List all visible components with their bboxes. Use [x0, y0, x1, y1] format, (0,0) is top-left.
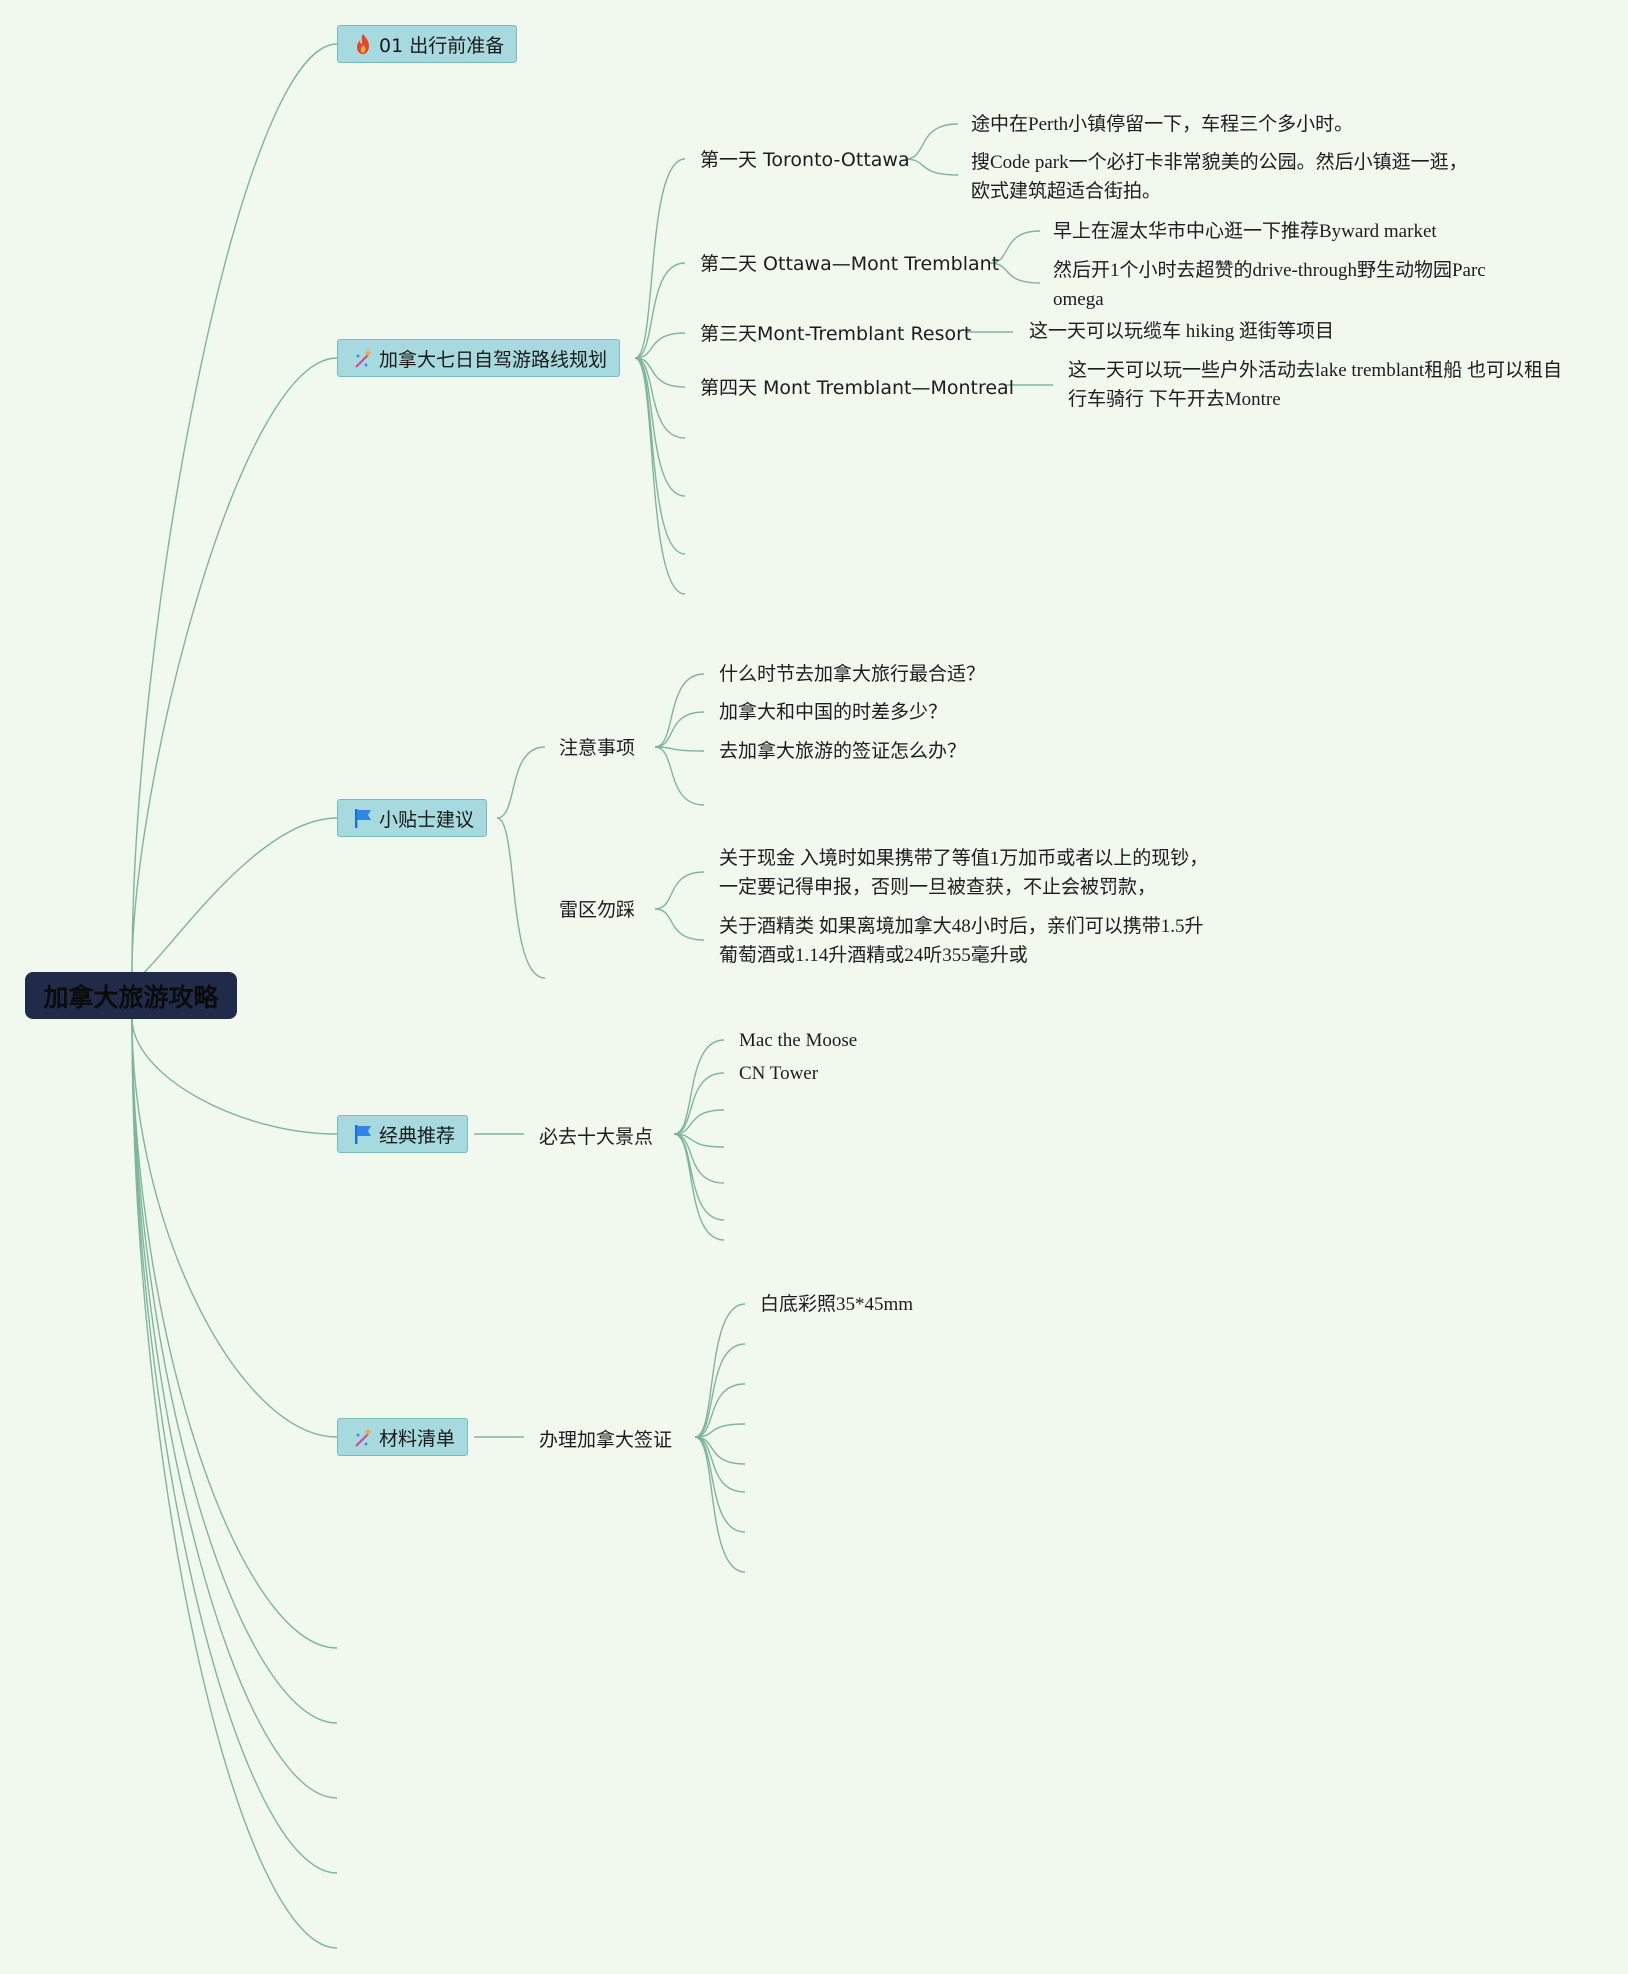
edge-material-3 — [694, 1383, 746, 1438]
edge-attraction-7 — [673, 1133, 725, 1241]
edge-day2-a — [989, 230, 1041, 264]
edge-day1-b — [904, 158, 959, 176]
topic-materials[interactable]: 材料清单 — [337, 1418, 469, 1456]
edge-attraction-4 — [673, 1133, 725, 1148]
edge-route-2 — [634, 262, 686, 359]
topic-tips[interactable]: 小贴士建议 — [337, 799, 488, 837]
sparkle-icon — [355, 349, 372, 368]
edge-material-6 — [694, 1436, 746, 1493]
tips-pitfalls[interactable]: 雷区勿踩 — [559, 899, 636, 921]
root-topic[interactable]: 加拿大旅游攻略 — [25, 972, 237, 1019]
edge-route-5 — [634, 357, 686, 439]
day-2-note[interactable]: 然后开1个小时去超赞的drive-through野生动物园Parc omega — [1053, 260, 1486, 310]
edge-root-empty-4 — [131, 1017, 338, 1874]
edge-material-7 — [694, 1436, 746, 1533]
edge-route-8 — [634, 357, 686, 595]
topic-preparation[interactable]: 01 出行前准备 — [337, 25, 518, 63]
day-3-note[interactable]: 这一天可以玩缆车 hiking 逛街等项目 — [1029, 321, 1335, 342]
day-2-note[interactable]: 早上在渥太华市中心逛一下推荐Byward market — [1053, 221, 1437, 242]
flag-icon — [355, 1125, 371, 1144]
edge-root-empty-2 — [131, 1017, 338, 1724]
edge-root-tips — [131, 817, 338, 979]
pitfall-item[interactable]: 关于酒精类 如果离境加拿大48小时后，亲们可以携带1.5升葡萄酒或1.14升酒精… — [719, 916, 1204, 966]
route-day-2[interactable]: 第二天 Ottawa—Mont Tremblant — [700, 253, 1000, 275]
route-day-4[interactable]: 第四天 Mont Tremblant—Montreal — [700, 377, 1014, 399]
edge-notes-4 — [654, 746, 705, 806]
edge-route-1 — [634, 158, 686, 359]
day-1-note[interactable]: 途中在Perth小镇停留一下，车程三个多小时。 — [971, 114, 1354, 135]
edge-notes-3 — [654, 746, 705, 752]
edge-notes-2 — [654, 711, 705, 748]
topic-recommend[interactable]: 经典推荐 — [337, 1115, 469, 1153]
day-1-note[interactable]: 搜Code park一个必打卡非常貌美的公园。然后小镇逛一逛，欧式建筑超适合街拍… — [971, 152, 1468, 202]
edge-pitfall-1 — [654, 871, 705, 910]
topic-route-plan[interactable]: 加拿大七日自驾游路线规划 — [337, 339, 621, 377]
visa-application[interactable]: 办理加拿大签证 — [539, 1429, 673, 1451]
edge-notes-1 — [654, 673, 705, 748]
edge-root-preparation — [131, 43, 338, 973]
topic-label: 经典推荐 — [379, 1124, 456, 1147]
edge-day2-b — [989, 262, 1041, 284]
edge-day1-a — [904, 123, 959, 160]
edge-root-recommend — [131, 1017, 338, 1135]
edge-root-materials — [131, 1017, 338, 1438]
edge-attraction-3 — [673, 1109, 725, 1135]
edge-material-4 — [694, 1423, 746, 1438]
flag-icon — [355, 809, 371, 828]
attraction-item[interactable]: Mac the Moose — [739, 1030, 858, 1051]
fire-icon — [357, 34, 369, 54]
tips-question[interactable]: 去加拿大旅游的签证怎么办？ — [719, 741, 967, 762]
sparkle-icon — [355, 1428, 372, 1447]
edge-tips-pitfalls — [496, 817, 546, 979]
top-ten-attractions[interactable]: 必去十大景点 — [539, 1126, 654, 1148]
route-day-1[interactable]: 第一天 Toronto-Ottawa — [700, 149, 910, 171]
topic-label: 加拿大七日自驾游路线规划 — [379, 348, 608, 371]
edge-root-empty-5 — [131, 1017, 338, 1949]
edge-tips-notes — [496, 746, 546, 819]
attraction-item[interactable]: CN Tower — [739, 1063, 819, 1084]
material-item[interactable]: 白底彩照35*45mm — [760, 1294, 914, 1315]
edge-attraction-1 — [673, 1039, 725, 1135]
edge-route-3 — [634, 332, 686, 359]
edge-material-8 — [694, 1436, 746, 1573]
route-day-3[interactable]: 第三天Mont-Tremblant Resort — [700, 323, 972, 345]
topic-label: 01 出行前准备 — [379, 34, 505, 57]
edge-route-7 — [634, 357, 686, 555]
edge-material-2 — [694, 1343, 746, 1438]
edge-attraction-2 — [673, 1072, 725, 1135]
edge-material-1 — [694, 1303, 746, 1438]
edge-route-4 — [634, 357, 686, 388]
edge-root-empty-3 — [131, 1017, 338, 1799]
day-4-note[interactable]: 这一天可以玩一些户外活动去lake tremblant租船 也可以租自行车骑行 … — [1068, 360, 1562, 410]
tips-question[interactable]: 加拿大和中国的时差多少？ — [719, 702, 948, 723]
tips-notes[interactable]: 注意事项 — [559, 737, 636, 759]
topic-label: 小贴士建议 — [379, 808, 475, 831]
pitfall-item[interactable]: 关于现金 入境时如果携带了等值1万加币或者以上的现钞，一定要记得申报，否则一旦被… — [719, 848, 1209, 898]
edge-route-6 — [634, 357, 686, 497]
edge-material-5 — [694, 1436, 746, 1465]
edge-root-empty-1 — [131, 1017, 338, 1649]
edge-root-route — [131, 357, 338, 973]
topic-label: 材料清单 — [379, 1427, 456, 1450]
edge-attraction-5 — [673, 1133, 725, 1184]
edge-pitfall-2 — [654, 908, 705, 941]
tips-question[interactable]: 什么时节去加拿大旅行最合适？ — [719, 664, 986, 685]
